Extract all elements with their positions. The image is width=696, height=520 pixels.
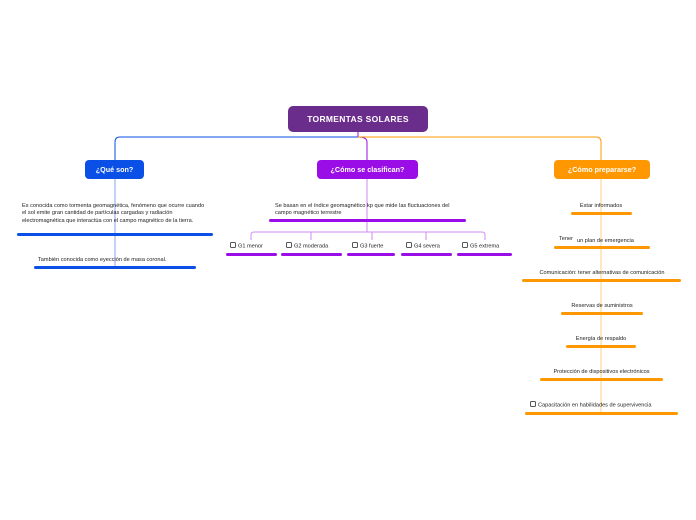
que-son-alias-underline [34,266,196,269]
prepararse-item-proteccion-underline [540,378,663,381]
prepararse-item-energia-underline [566,345,636,348]
level-g2-label: G2 moderada [294,243,329,250]
checkbox-icon[interactable] [406,242,412,248]
level-g5-underline [457,253,512,256]
level-g3[interactable]: G3 fuerte [352,242,384,251]
branch-que-son[interactable]: ¿Qué son? [85,160,144,179]
prepararse-item-energia[interactable]: Energía de respaldo [575,336,627,342]
prepararse-item-comunicacion-underline [522,279,681,282]
prepararse-item-informados-underline [571,212,632,215]
branch-como-clasifican[interactable]: ¿Cómo se clasifican? [317,160,418,179]
connector-root-que-son [114,132,359,160]
prepararse-item-capacitacion[interactable]: Capacitación en habilidades de supervive… [530,401,652,410]
prepararse-item-reservas-underline [561,312,643,315]
root-node[interactable]: TORMENTAS SOLARES [288,106,428,132]
prepararse-item-reservas[interactable]: Reservas de suministros [571,303,633,309]
level-g3-label: G3 fuerte [360,243,384,250]
prepararse-item-proteccion[interactable]: Protección de dispositivos electrónicos [553,369,650,375]
checkbox-icon[interactable] [530,401,536,407]
que-son-definition[interactable]: Es conocida como tormenta geomagnética, … [22,203,205,224]
branch-como-prepararse[interactable]: ¿Cómo prepararse? [554,160,650,179]
level-g2-underline [281,253,342,256]
level-g2[interactable]: G2 moderada [286,242,329,251]
prepararse-item-plan-underline [554,246,650,249]
connector-clasifican-levels [250,221,486,240]
connector-root-como-prepararse [358,136,602,160]
level-g5-label: G5 extrema [470,243,500,250]
que-son-alias[interactable]: También conocida como eyección de masa c… [38,257,167,263]
que-son-definition-underline [17,233,213,236]
prepararse-item-comunicacion[interactable]: Comunicación: tener alternativas de comu… [539,270,665,276]
checkbox-icon[interactable] [230,242,236,248]
prepararse-item-capacitacion-label: Capacitación en habilidades de supervive… [538,402,652,409]
prepararse-item-informados[interactable]: Estar informados [579,203,623,209]
checkbox-icon[interactable] [462,242,468,248]
level-g4-label: G4 severa [414,243,440,250]
level-g1-underline [226,253,277,256]
level-g1[interactable]: G1 menor [230,242,263,251]
clasifican-description[interactable]: Se basan en el índice geomagnético kp qu… [275,203,450,217]
level-g1-label: G1 menor [238,243,263,250]
level-g5[interactable]: G5 extrema [462,242,500,251]
level-g3-underline [347,253,395,256]
prepararse-item-capacitacion-underline [525,412,678,415]
checkbox-icon[interactable] [286,242,292,248]
prepararse-item-plan[interactable]: un plan de emergencia [577,238,634,244]
connector-root-como-clasifican [357,132,368,160]
prepararse-item-tener-label[interactable]: Tener [559,236,573,242]
clasifican-description-underline [269,219,466,222]
level-g4-underline [401,253,452,256]
checkbox-icon[interactable] [352,242,358,248]
level-g4[interactable]: G4 severa [406,242,440,251]
